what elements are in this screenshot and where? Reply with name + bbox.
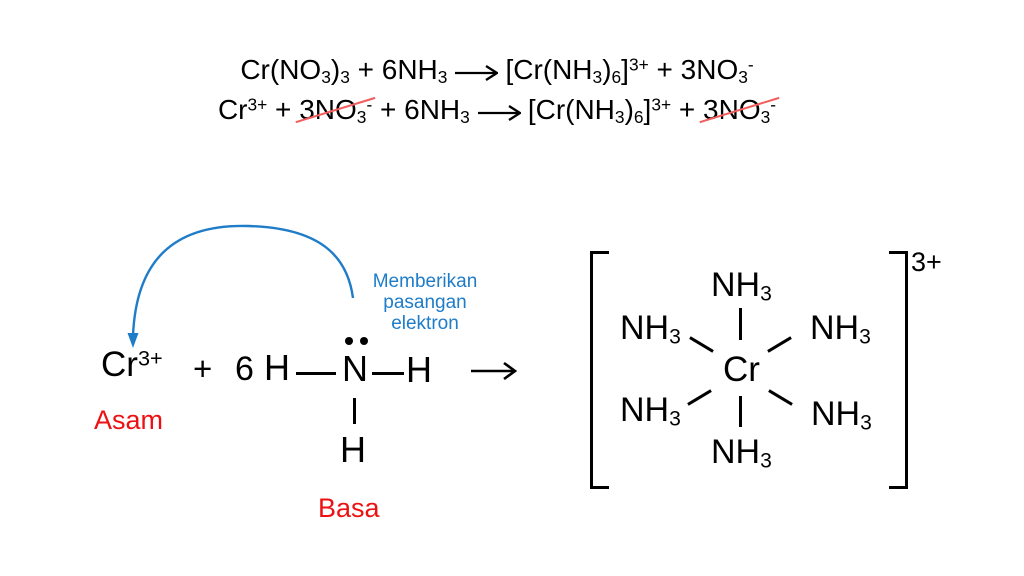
- formula-group: + 6NH3: [372, 94, 470, 127]
- lone-pair-dot: [345, 337, 353, 345]
- acid-label: Asam: [94, 405, 164, 435]
- ligand-bond-upper-left: [689, 336, 714, 353]
- annotation-line: Memberikan: [372, 271, 478, 292]
- ligand-label-upper-right: NH3: [810, 309, 871, 349]
- reaction-arrow-icon: [471, 361, 518, 381]
- ligand-bond-lower-left: [687, 389, 712, 406]
- hydrogen-right: H: [406, 349, 432, 390]
- ligand-bond-top: [739, 308, 742, 340]
- ligand-label-top: NH3: [711, 266, 772, 306]
- chromium-cation: Cr3+: [101, 345, 163, 384]
- annotation-line: elektron: [391, 313, 459, 334]
- bond-h-n-left: [296, 372, 336, 375]
- hydrogen-bottom: H: [340, 429, 366, 470]
- plus-sign: +: [193, 350, 213, 387]
- lone-pair-dot: [360, 337, 368, 345]
- ligand-label-upper-left: NH3: [620, 309, 681, 349]
- ligand-label-bottom: NH3: [711, 433, 772, 473]
- struck-term: 3NO3-: [299, 90, 372, 130]
- hydrogen-left: H: [264, 347, 290, 388]
- bond-n-h-right: [372, 372, 404, 375]
- formula-group: [Cr(NH3)6]3+ +: [527, 94, 704, 127]
- complex-left-bracket: [590, 251, 609, 489]
- annotation-line: pasangan: [383, 292, 467, 313]
- formula-group: Cr(NO3)3 + 6NH3: [240, 54, 448, 87]
- equations-block: Cr(NO3)3 + 6NH3 [Cr(NH3)6]3+ + 3NO3- Cr3+…: [0, 50, 1009, 130]
- formula-group: [Cr(NH3)6]3+ + 3NO3-: [505, 54, 754, 87]
- electron-donation-arrow: [127, 224, 355, 348]
- formula-group: Cr3+ +: [217, 94, 300, 125]
- complex-center-atom: Cr: [723, 350, 760, 389]
- equation-line-1: Cr(NO3)3 + 6NH3 [Cr(NH3)6]3+ + 3NO3-: [0, 50, 1009, 90]
- ligand-label-lower-right: NH3: [811, 395, 872, 435]
- reaction-arrow-icon: [454, 50, 500, 90]
- electron-pair-annotation: Memberikan pasangan elektron: [363, 271, 487, 334]
- ligand-bond-bottom: [739, 396, 742, 427]
- ligand-label-lower-left: NH3: [620, 391, 681, 431]
- base-label: Basa: [318, 493, 380, 523]
- complex-right-bracket: [889, 251, 908, 489]
- ligand-bond-lower-right: [768, 389, 793, 406]
- ligand-bond-upper-right: [767, 336, 792, 353]
- struck-term: 3NO3-: [703, 90, 776, 130]
- reaction-arrow-icon: [477, 90, 522, 130]
- complex-charge: 3+: [911, 247, 942, 277]
- nitrogen-atom: N: [342, 348, 368, 389]
- coefficient-6: 6: [235, 350, 254, 388]
- bond-n-h-bottom: [353, 398, 356, 424]
- equation-line-2: Cr3+ + 3NO3- + 6NH3 [Cr(NH3)6]3+ + 3NO3-: [0, 90, 1009, 130]
